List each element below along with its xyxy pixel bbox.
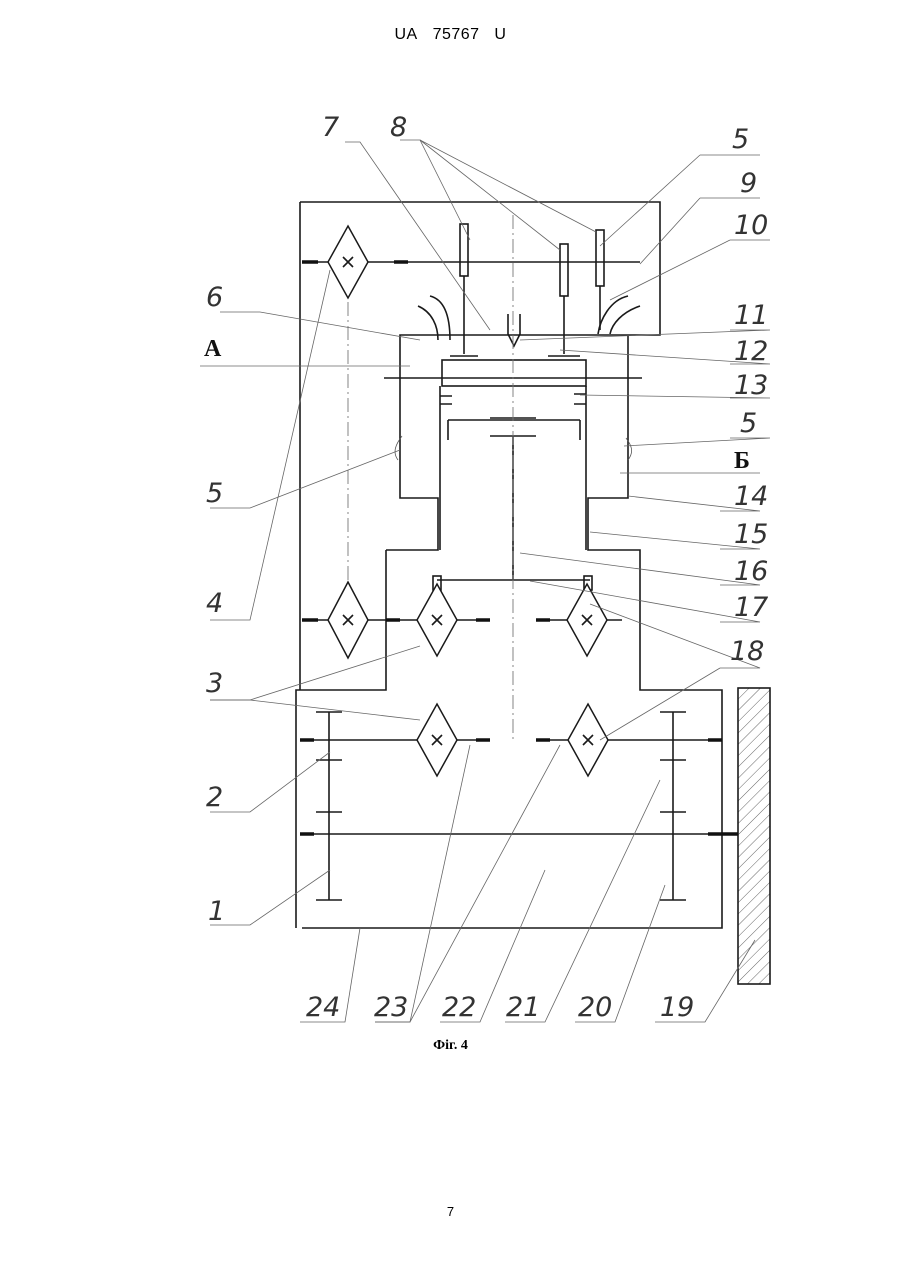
label-19: 19: [660, 992, 694, 1023]
label-9: 9: [740, 168, 757, 199]
right-upper-wall: [302, 335, 722, 928]
label-13: 13: [734, 370, 768, 401]
label-1: 1: [208, 896, 225, 927]
sprocket-18-lower: [568, 704, 608, 776]
label-8: 8: [390, 112, 407, 143]
label-5-left: 5: [206, 478, 223, 509]
cylinder-head: [442, 360, 586, 386]
valve-spring-right: [596, 230, 604, 286]
label-18: 18: [730, 636, 764, 667]
label-5-right: 5: [740, 408, 757, 439]
label-6: 6: [206, 282, 223, 313]
label-24: 24: [306, 992, 340, 1023]
sprocket-3-lower: [417, 704, 457, 776]
label-16: 16: [734, 556, 768, 587]
page-number: 7: [0, 1204, 901, 1219]
section-letter-b: Б: [734, 448, 750, 474]
label-12: 12: [734, 336, 768, 367]
piston: [448, 420, 580, 440]
leader-lines: [200, 140, 770, 1022]
sprocket-18-upper: [567, 584, 607, 656]
sprocket-4: [328, 582, 368, 658]
label-2: 2: [206, 782, 223, 813]
label-21: 21: [506, 992, 540, 1023]
label-4: 4: [206, 588, 223, 619]
section-letter-a: А: [204, 336, 222, 362]
label-3: 3: [206, 668, 223, 699]
valve-spring-left: [460, 224, 468, 276]
label-7: 7: [322, 112, 339, 143]
label-15: 15: [734, 519, 768, 550]
sprocket-top: [328, 226, 368, 298]
label-20: 20: [578, 992, 612, 1023]
valve-spring-mid: [560, 244, 568, 296]
exhaust-port-inner: [610, 306, 640, 334]
label-23: 23: [374, 992, 408, 1023]
sprocket-3-upper: [417, 584, 457, 656]
flywheel: [738, 688, 770, 984]
label-14: 14: [734, 481, 768, 512]
label-17: 17: [734, 592, 768, 623]
figure-caption: Фіг. 4: [0, 1038, 901, 1054]
label-5-top: 5: [732, 124, 749, 155]
label-11: 11: [734, 300, 768, 331]
injector: [508, 314, 520, 346]
label-22: 22: [442, 992, 476, 1023]
label-10: 10: [734, 210, 768, 241]
